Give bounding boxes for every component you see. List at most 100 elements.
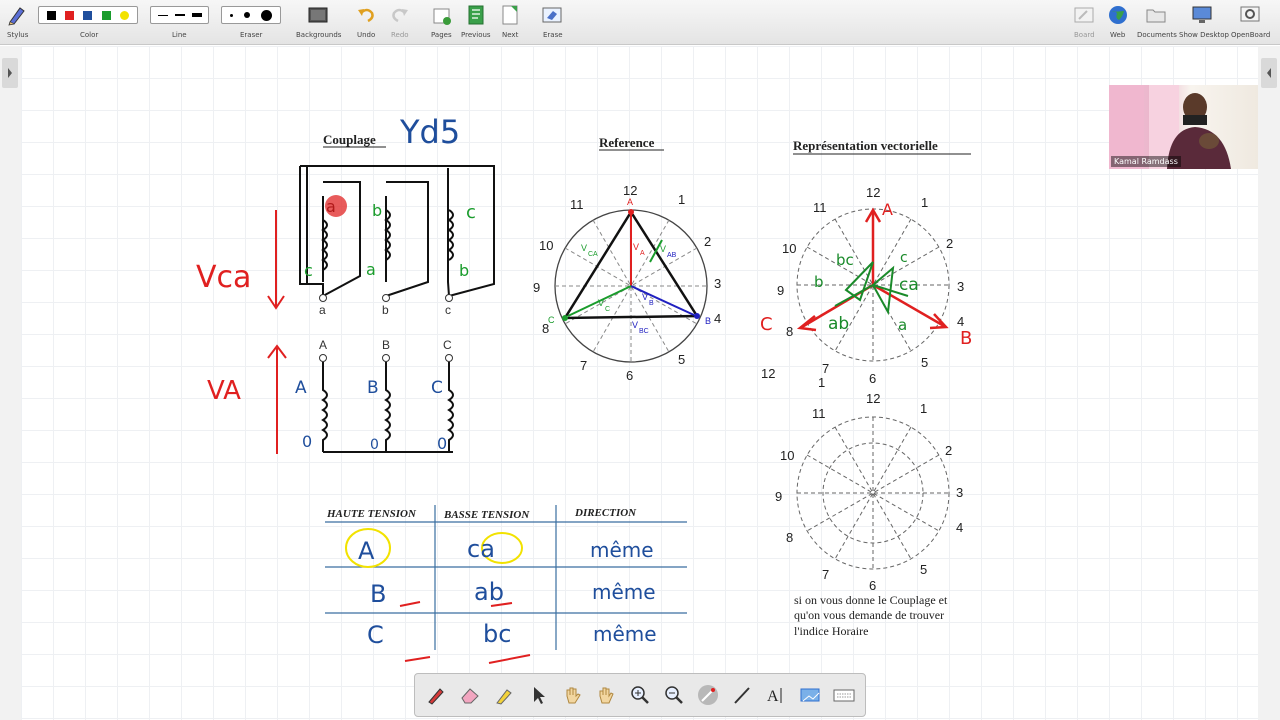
terminal-B: B [382, 338, 390, 352]
vectorielle-clock [796, 207, 950, 362]
left-panel-toggle[interactable] [2, 58, 18, 88]
selector-arrow-icon[interactable] [527, 684, 549, 706]
color-group: Color [38, 0, 138, 45]
svg-text:si on vous donne le Couplage: si on vous donne le Couplage et [794, 593, 948, 607]
vectorielle-handwriting: A B C a b c ab ca bc [760, 200, 972, 349]
svg-text:10: 10 [539, 238, 553, 253]
svg-text:A: A [767, 688, 779, 705]
globe-icon [1109, 6, 1127, 24]
blank-clock [796, 416, 950, 570]
board-icon [1074, 7, 1094, 23]
hw-va-label: VA [207, 376, 241, 406]
svg-text:ca: ca [899, 275, 919, 295]
line-tool-icon[interactable] [731, 684, 753, 706]
right-panel-toggle[interactable] [1261, 58, 1277, 88]
svg-text:1: 1 [678, 192, 685, 207]
undo-button[interactable]: Undo [354, 0, 378, 45]
documents-button[interactable]: Documents [1137, 0, 1177, 45]
svg-text:AB: AB [667, 252, 677, 259]
line-thin-option[interactable] [157, 14, 168, 16]
color-yellow-swatch[interactable] [120, 10, 130, 20]
svg-text:4: 4 [957, 314, 964, 329]
zoom-in-icon[interactable] [629, 684, 651, 706]
header-direction: DIRECTION [574, 507, 637, 519]
hw-high-C: C [431, 378, 443, 398]
svg-text:7: 7 [822, 361, 829, 376]
keyboard-icon[interactable] [833, 684, 855, 706]
hw-zero-1: 0 [302, 432, 312, 451]
board-button[interactable]: Board [1072, 0, 1096, 45]
pen-icon[interactable] [425, 684, 447, 706]
line-thick-option[interactable] [191, 13, 202, 17]
svg-text:11: 11 [570, 197, 584, 212]
hw-low-a-bottom: a [366, 260, 376, 279]
svg-text:V: V [598, 298, 604, 308]
svg-text:3: 3 [714, 276, 721, 291]
text-tool-icon[interactable]: A [765, 684, 787, 706]
eraser-sizes [221, 6, 281, 24]
hw-zero-3: 0 [437, 434, 447, 453]
color-black-swatch[interactable] [46, 10, 56, 20]
backgrounds-button[interactable]: Backgrounds [296, 0, 341, 45]
capture-icon[interactable] [799, 684, 821, 706]
erase-button[interactable]: Erase [540, 0, 564, 45]
interact-hand-icon[interactable] [561, 684, 583, 706]
reference-vector-labels: A B C V CA V AB V A V B V C V BC [548, 197, 711, 335]
row1-bt: ca [467, 535, 495, 563]
svg-text:V: V [642, 292, 648, 302]
eraser-icon[interactable] [459, 684, 481, 706]
hw-high-A: A [295, 378, 307, 398]
row1-dir: même [590, 538, 654, 562]
svg-text:9: 9 [775, 489, 782, 504]
svg-text:B: B [705, 316, 711, 326]
pages-button[interactable]: Pages [430, 0, 454, 45]
chevron-right-icon [8, 68, 12, 78]
eraser-label: Eraser [240, 31, 263, 39]
laser-pointer-icon[interactable] [697, 684, 719, 706]
vectorielle-title: Représentation vectorielle [793, 138, 938, 153]
redo-button[interactable]: Redo [388, 0, 412, 45]
line-medium-option[interactable] [174, 14, 185, 16]
next-button[interactable]: Next [498, 0, 522, 45]
highlighter-icon[interactable] [493, 684, 515, 706]
folder-icon [1146, 9, 1166, 23]
desktop-icon [1192, 6, 1212, 23]
stylus-tool[interactable]: Stylus [4, 0, 30, 45]
svg-text:2: 2 [945, 443, 952, 458]
erase-board-icon [542, 7, 562, 23]
svg-text:2: 2 [704, 234, 711, 249]
svg-text:1: 1 [818, 375, 825, 390]
hw-low-a-top: a [326, 197, 336, 216]
svg-text:9: 9 [533, 280, 540, 295]
previous-button[interactable]: Previous [460, 0, 492, 45]
svg-text:4: 4 [956, 520, 963, 535]
zoom-out-icon[interactable] [663, 684, 685, 706]
color-green-swatch[interactable] [101, 10, 111, 20]
svg-text:1: 1 [920, 401, 927, 416]
svg-text:qu'on vous demande de trouver: qu'on vous demande de trouver [794, 608, 944, 622]
web-button[interactable]: Web [1106, 0, 1130, 45]
reference-clock [554, 209, 708, 363]
color-red-swatch[interactable] [65, 10, 75, 20]
row2-ht: B [370, 580, 386, 608]
svg-text:6: 6 [626, 368, 633, 383]
pan-hand-icon[interactable] [595, 684, 617, 706]
eraser-small-option[interactable] [230, 13, 234, 17]
svg-text:V: V [632, 320, 638, 330]
hw-low-c-bottom: c [304, 261, 313, 280]
redo-label: Redo [391, 31, 409, 39]
eraser-large-option[interactable] [260, 9, 272, 21]
terminal-C: C [443, 338, 452, 352]
webcam-overlay: Kamal Ramdass [1109, 85, 1258, 169]
svg-text:V: V [660, 244, 666, 254]
svg-text:V: V [633, 242, 639, 252]
whiteboard-canvas[interactable] [21, 46, 1258, 720]
openboard-menu-button[interactable]: OpenBoard [1231, 0, 1270, 45]
eraser-medium-option[interactable] [243, 12, 250, 18]
svg-text:11: 11 [813, 200, 827, 215]
color-blue-swatch[interactable] [83, 10, 93, 20]
undo-label: Undo [357, 31, 376, 39]
show-desktop-button[interactable]: Show Desktop [1179, 0, 1229, 45]
low-terminal-markers [319, 294, 453, 302]
svg-text:5: 5 [920, 562, 927, 577]
